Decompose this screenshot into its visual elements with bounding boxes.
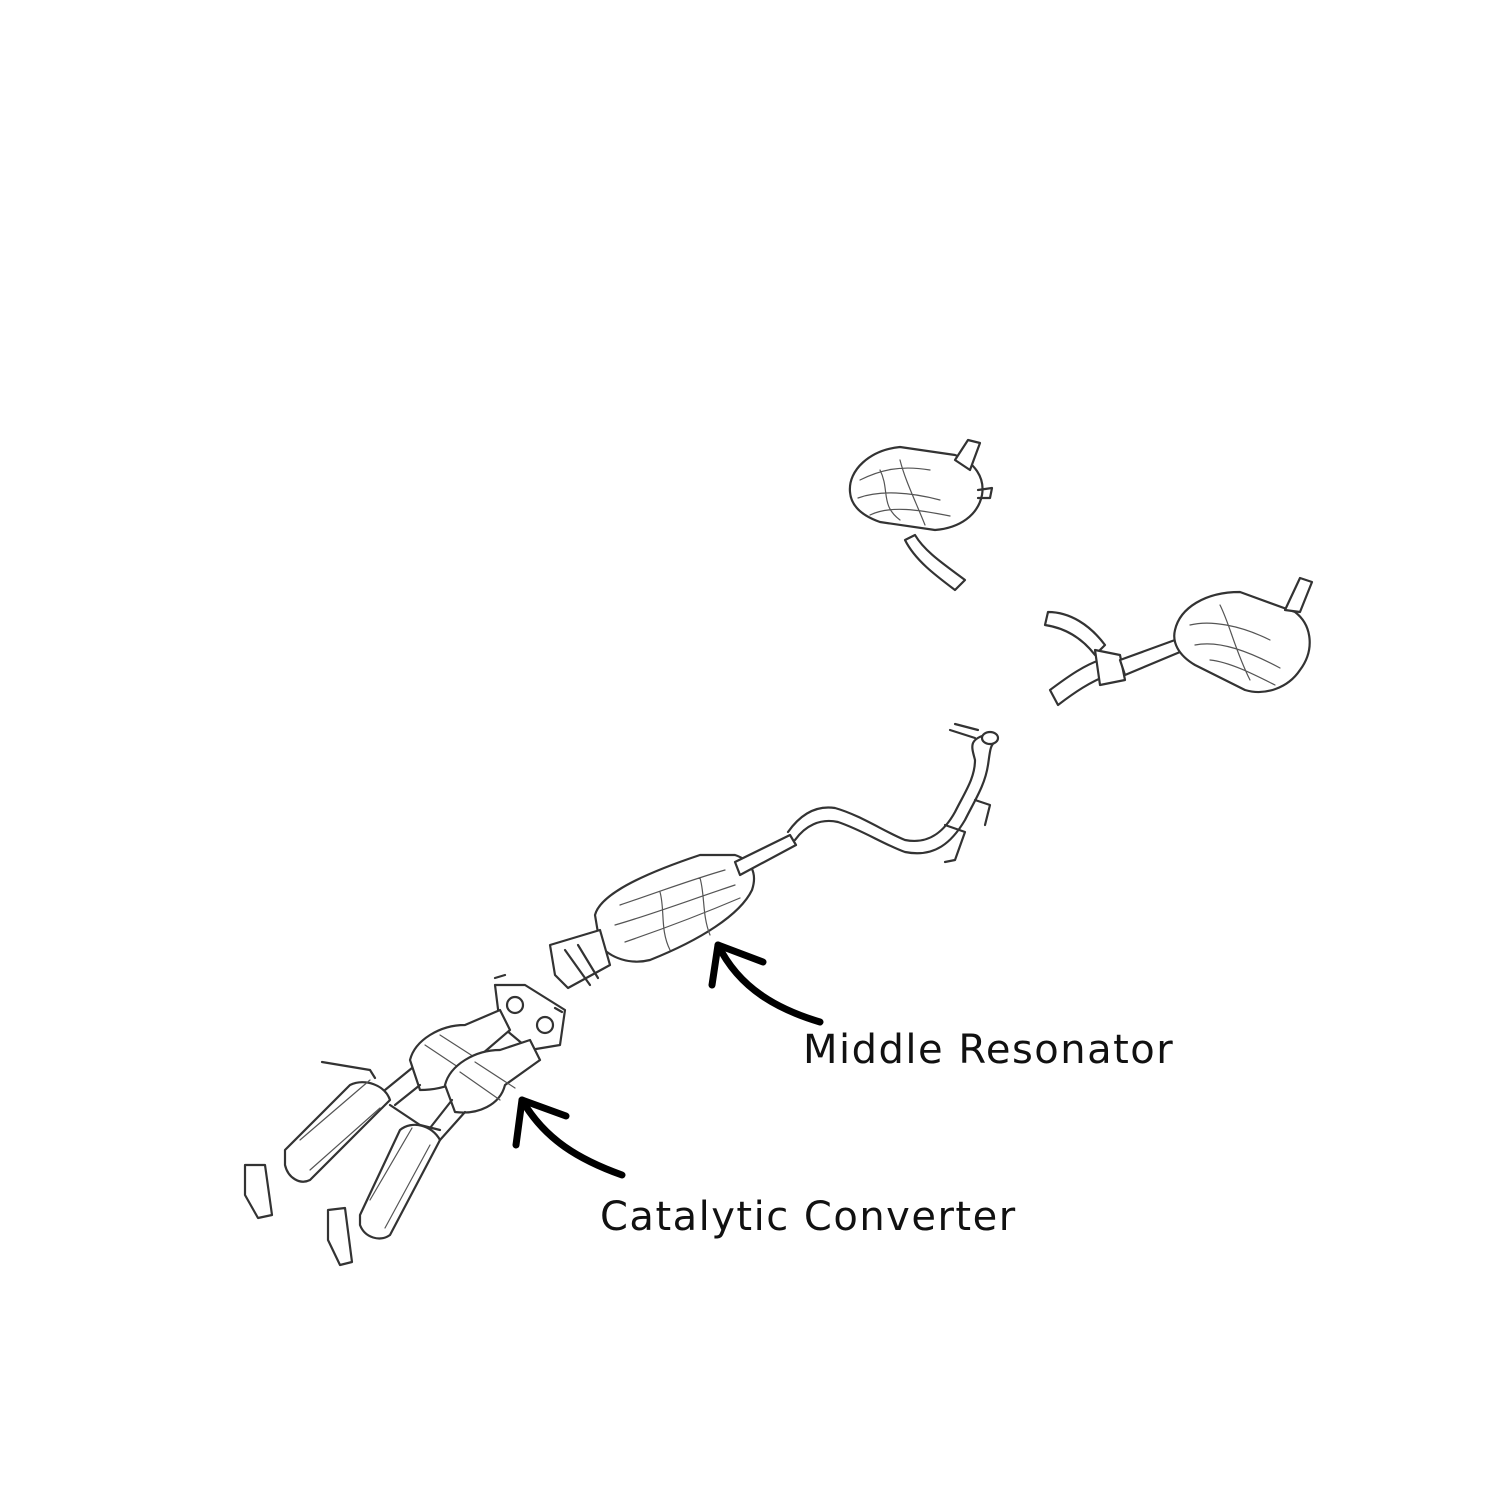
catalytic-converter-label: Catalytic Converter [600, 1194, 1017, 1240]
arrow-to-catalytic-converter [512, 1096, 626, 1179]
arrow-to-resonator [708, 941, 824, 1026]
middle-resonator [548, 833, 798, 990]
middle-resonator-label: Middle Resonator [803, 1027, 1175, 1073]
rear-muffler-right [1043, 576, 1314, 707]
rear-muffler-left [848, 438, 994, 592]
catalytic-converter-assembly [243, 973, 567, 1267]
intermediate-pipe [786, 722, 1000, 864]
